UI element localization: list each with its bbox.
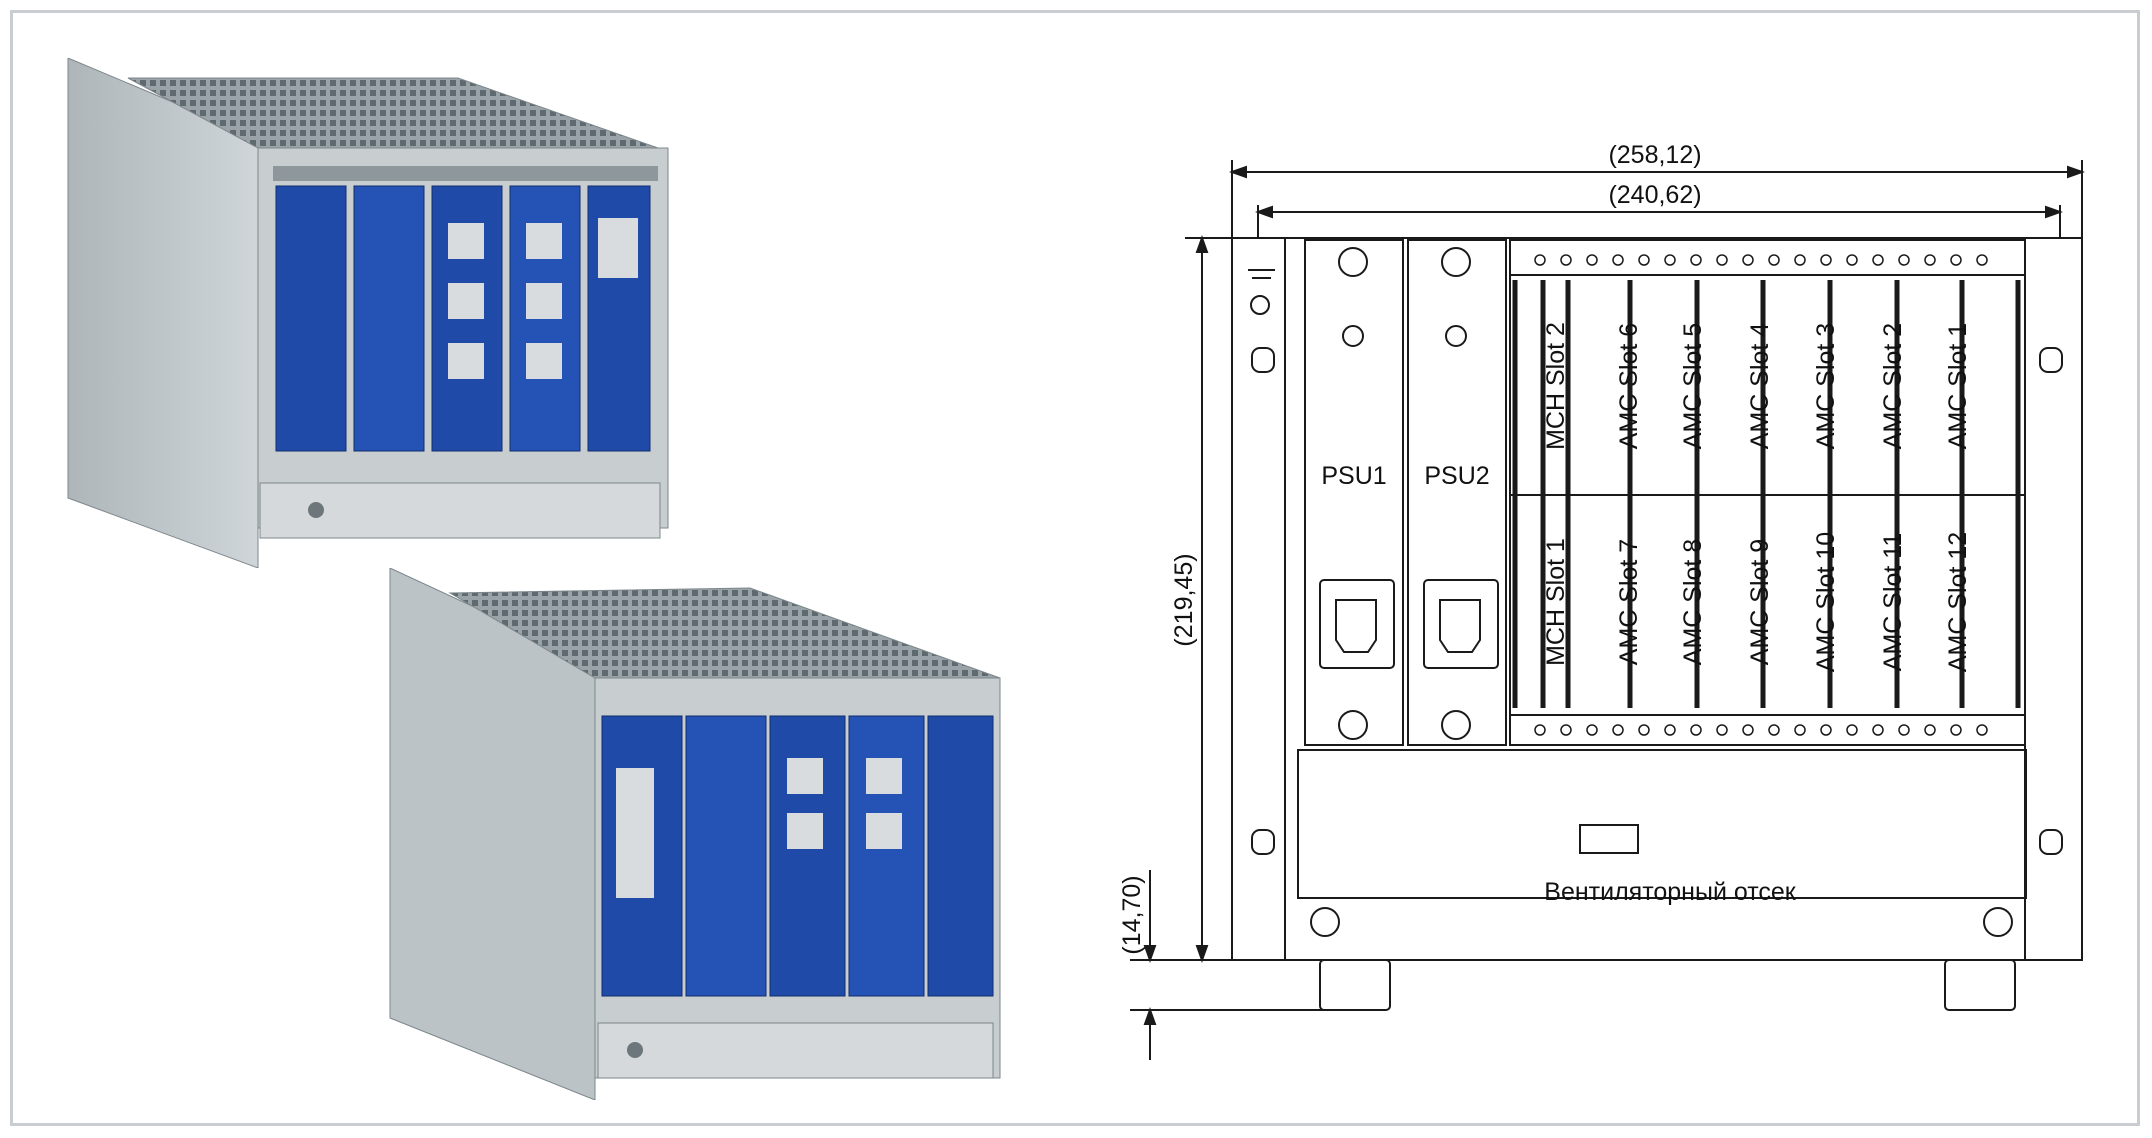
slot-label-top: AMC Slot 4: [1746, 323, 1774, 450]
chassis-photo-top: [67, 58, 669, 568]
slot-label-bottom: AMC Slot 9: [1746, 539, 1774, 665]
dim-foot-height: (14,70): [1118, 875, 1146, 954]
slot-label-bottom: AMC Slot 12: [1944, 532, 1972, 672]
slot-label-bottom: AMC Slot 8: [1679, 539, 1707, 665]
dim-height: (219,45): [1170, 553, 1198, 646]
slot-label-bottom: AMC Slot 7: [1615, 539, 1643, 665]
slot-label-top: AMC Slot 5: [1679, 323, 1707, 449]
slot-label-top: AMC Slot 2: [1879, 323, 1907, 449]
card-row: [275, 185, 651, 452]
slot-label-top: AMC Slot 3: [1812, 323, 1840, 449]
slot-label-top: MCH Slot 2: [1542, 322, 1570, 450]
fan-bay-label: Вентиляторный отсек: [1544, 878, 1797, 906]
slot-label-top: AMC Slot 6: [1615, 323, 1643, 449]
dim-mount-width: (240,62): [1608, 181, 1701, 209]
dim-overall-width: (258,12): [1608, 141, 1701, 169]
psu2-label: PSU2: [1424, 462, 1489, 490]
slot-label-bottom: MCH Slot 1: [1542, 538, 1570, 666]
slot-label-bottom: AMC Slot 11: [1879, 533, 1907, 671]
chassis-photo-bottom: [389, 568, 1001, 1100]
psu1-label: PSU1: [1321, 462, 1386, 490]
slot-label-bottom: AMC Slot 10: [1812, 532, 1840, 672]
chassis-drawing: (258,12) (240,62) (219,45) (14,70) PSU1 …: [1118, 141, 2085, 1060]
slot-label-top: AMC Slot 1: [1944, 323, 1972, 449]
